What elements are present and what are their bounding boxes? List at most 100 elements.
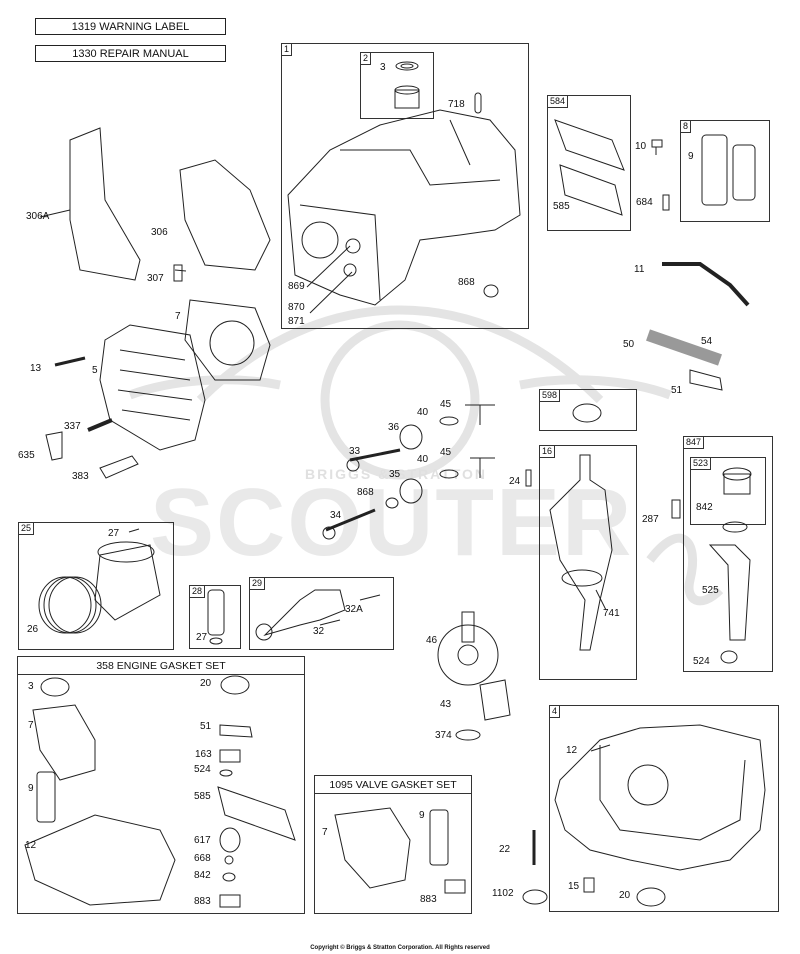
part-306A[interactable]: 306A [26,211,50,222]
part-585-a[interactable]: 585 [553,201,570,212]
part-10[interactable]: 10 [635,141,647,152]
panel-584-tag: 584 [547,95,569,108]
part-524-b[interactable]: 524 [194,764,211,775]
part-12-a[interactable]: 12 [25,840,37,851]
part-11[interactable]: 11 [634,264,645,275]
part-870[interactable]: 870 [288,302,305,313]
part-1102[interactable]: 1102 [492,888,514,899]
part-50[interactable]: 50 [623,339,635,350]
part-7-a[interactable]: 7 [175,311,181,322]
panel-8 [680,120,770,222]
part-15[interactable]: 15 [568,881,580,892]
part-842-a[interactable]: 842 [696,502,713,513]
part-12-b[interactable]: 12 [566,745,578,756]
part-525[interactable]: 525 [702,585,719,596]
repair-manual-box[interactable]: 1330 REPAIR MANUAL [35,45,226,62]
panel-cylinder-tag: 1 [281,43,293,56]
part-7-b[interactable]: 7 [28,720,34,731]
part-684[interactable]: 684 [636,197,653,208]
part-883-b[interactable]: 883 [420,894,437,905]
part-40-b[interactable]: 40 [417,454,429,465]
panel-598-tag: 598 [539,389,561,402]
part-54[interactable]: 54 [701,336,713,347]
part-20-b[interactable]: 20 [619,890,631,901]
part-383[interactable]: 383 [72,471,89,482]
part-868-a[interactable]: 868 [458,277,475,288]
cylinder-head-drawing [99,324,206,451]
part-9-b[interactable]: 9 [28,783,34,794]
part-26[interactable]: 26 [27,624,39,635]
part-163[interactable]: 163 [195,749,212,760]
panel-29 [249,577,394,650]
part-3-b[interactable]: 3 [28,681,34,692]
part-33[interactable]: 33 [349,446,361,457]
watermark-main: SCOUTER [150,469,634,576]
panel-523-tag: 523 [690,457,712,470]
part-32[interactable]: 32 [313,626,325,637]
panel-847 [683,436,773,672]
part-5[interactable]: 5 [92,365,98,376]
part-871[interactable]: 871 [288,316,305,327]
part-27-b[interactable]: 27 [196,632,208,643]
shield-306A-drawing [69,127,141,281]
part-9-c[interactable]: 9 [419,810,425,821]
copyright-text: Copyright © Briggs & Stratton Corporatio… [310,945,490,951]
piston-drawing [94,544,161,621]
part-24[interactable]: 24 [509,476,521,487]
part-3[interactable]: 3 [380,62,386,73]
part-34[interactable]: 34 [330,510,342,521]
engine-gasket-set-title: 358 ENGINE GASKET SET [18,660,304,675]
panel-25-tag: 25 [18,522,35,535]
valve-train-drawing [322,404,532,540]
part-22[interactable]: 22 [499,844,511,855]
part-51-a[interactable]: 51 [671,385,683,396]
panel-4 [549,705,779,912]
part-45-a[interactable]: 45 [440,399,452,410]
valve-gasket-set-title: 1095 VALVE GASKET SET [315,779,471,794]
part-307[interactable]: 307 [147,273,164,284]
valve-gasket-set-panel: 1095 VALVE GASKET SET [314,775,472,914]
part-27-a[interactable]: 27 [108,528,120,539]
part-718[interactable]: 718 [448,99,465,110]
part-32A[interactable]: 32A [345,604,363,615]
part-585-b[interactable]: 585 [194,791,211,802]
panel-4-tag: 4 [549,705,561,718]
part-842-b[interactable]: 842 [194,870,211,881]
part-20-a[interactable]: 20 [200,678,212,689]
engine-gasket-set-panel: 358 ENGINE GASKET SET [17,656,305,914]
part-635[interactable]: 635 [18,450,35,461]
repair-manual-text: 1330 REPAIR MANUAL [72,48,189,60]
panel-523 [690,457,766,525]
part-741[interactable]: 741 [603,608,620,619]
part-51-b[interactable]: 51 [200,721,212,732]
connecting-rod-drawing [263,589,346,637]
warning-label-text: 1319 WARNING LABEL [71,21,190,33]
warning-label-box[interactable]: 1319 WARNING LABEL [35,18,226,35]
part-869[interactable]: 869 [288,281,305,292]
part-46[interactable]: 46 [426,635,438,646]
part-868-b[interactable]: 868 [357,487,374,498]
part-306[interactable]: 306 [151,227,168,238]
panel-cylinder [281,43,529,329]
panel-2 [360,52,434,119]
part-7-c[interactable]: 7 [322,827,328,838]
camshaft-gear-drawing [437,624,499,686]
part-36[interactable]: 36 [388,422,400,433]
part-9-a[interactable]: 9 [688,151,694,162]
shield-306-drawing [179,159,271,271]
part-374[interactable]: 374 [435,730,452,741]
part-668[interactable]: 668 [194,853,211,864]
part-617[interactable]: 617 [194,835,211,846]
part-35[interactable]: 35 [389,469,401,480]
part-524-a[interactable]: 524 [693,656,710,667]
part-337[interactable]: 337 [64,421,81,432]
part-287[interactable]: 287 [642,514,659,525]
part-13[interactable]: 13 [30,363,42,374]
panel-16 [539,445,637,680]
part-40-a[interactable]: 40 [417,407,429,418]
part-43[interactable]: 43 [440,699,452,710]
part-883-a[interactable]: 883 [194,896,211,907]
part-45-b[interactable]: 45 [440,447,452,458]
